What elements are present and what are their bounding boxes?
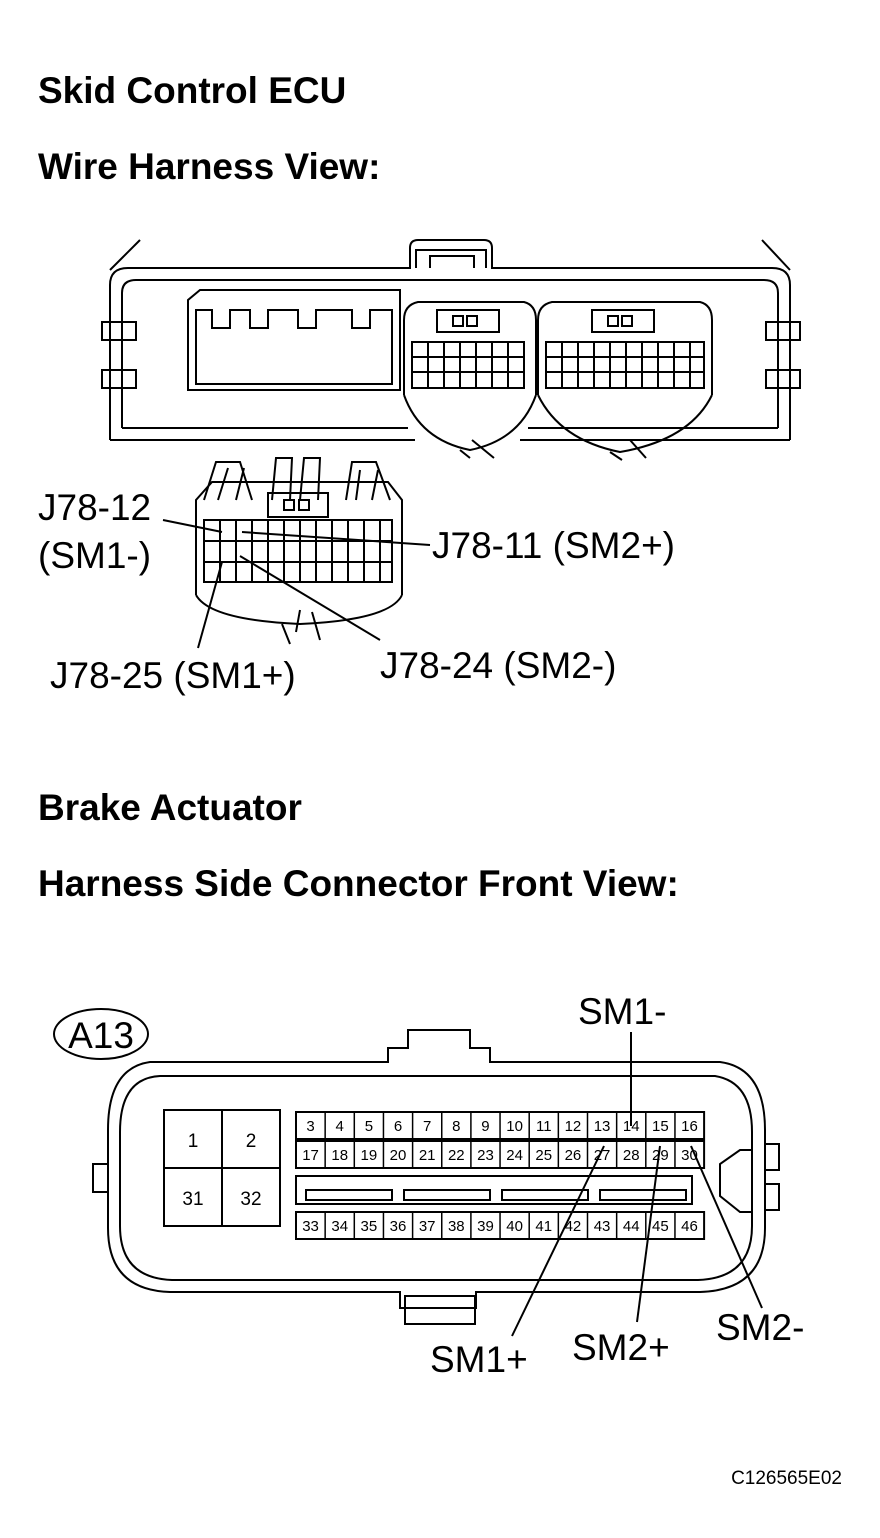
pin-17: 17 <box>302 1147 319 1164</box>
ecu-connector-right <box>537 301 713 461</box>
a13-id-label: A13 <box>68 1015 134 1056</box>
sm2-minus-label: SM2- <box>716 1307 804 1348</box>
pin-41: 41 <box>535 1218 552 1235</box>
pin-16: 16 <box>681 1118 698 1135</box>
pin-11: 11 <box>536 1118 552 1135</box>
pin-35: 35 <box>361 1218 378 1235</box>
pin-1: 1 <box>188 1131 199 1152</box>
pin-34: 34 <box>331 1218 348 1235</box>
a13-leader-lines <box>511 1032 763 1337</box>
pin-5: 5 <box>365 1118 373 1135</box>
pin-18: 18 <box>331 1147 348 1164</box>
pin-26: 26 <box>565 1147 582 1164</box>
sm1-plus-label: SM1+ <box>430 1339 528 1380</box>
pin-38: 38 <box>448 1218 465 1235</box>
pin-46: 46 <box>681 1218 698 1235</box>
actuator-title: Brake Actuator <box>38 787 302 828</box>
sm1-minus-label: SM1- <box>578 991 666 1032</box>
ecu-housing <box>101 239 801 441</box>
a13-key-slot <box>295 1175 693 1205</box>
pin-20: 20 <box>390 1147 407 1164</box>
pin-2: 2 <box>246 1131 257 1152</box>
pin-29: 29 <box>652 1147 669 1164</box>
a13-connector-id: A13 <box>53 1008 149 1060</box>
pin-33: 33 <box>302 1218 319 1235</box>
pin-6: 6 <box>394 1118 402 1135</box>
j78-25-label: J78-25 (SM1+) <box>50 655 296 696</box>
ecu-view-title: Wire Harness View: <box>38 146 381 187</box>
pin-31: 31 <box>182 1189 203 1210</box>
ecu-title: Skid Control ECU <box>38 70 347 111</box>
pin-25: 25 <box>535 1147 552 1164</box>
pin-9: 9 <box>481 1118 489 1135</box>
pin-28: 28 <box>623 1147 640 1164</box>
pin-21: 21 <box>419 1147 436 1164</box>
pin-12: 12 <box>565 1118 582 1135</box>
pin-10: 10 <box>506 1118 523 1135</box>
pin-37: 37 <box>419 1218 436 1235</box>
actuator-view-title: Harness Side Connector Front View: <box>38 863 679 904</box>
j78-24-label: J78-24 (SM2-) <box>380 645 616 686</box>
j78-leader-lines <box>162 519 431 649</box>
pin-19: 19 <box>361 1147 378 1164</box>
pin-39: 39 <box>477 1218 494 1235</box>
pin-7: 7 <box>423 1118 431 1135</box>
a13-big-cells: 1 2 31 32 <box>163 1109 281 1227</box>
pin-36: 36 <box>390 1218 407 1235</box>
pin-24: 24 <box>506 1147 523 1164</box>
pin-32: 32 <box>240 1189 261 1210</box>
j78-connector <box>195 457 403 645</box>
pin-15: 15 <box>652 1118 669 1135</box>
pin-45: 45 <box>652 1218 669 1235</box>
pin-13: 13 <box>594 1118 611 1135</box>
j78-12-label: J78-12 <box>38 487 151 528</box>
pin-44: 44 <box>623 1218 640 1235</box>
j78-11-label: J78-11 (SM2+) <box>432 525 675 566</box>
pin-14: 14 <box>623 1118 640 1135</box>
pin-43: 43 <box>594 1218 611 1235</box>
pin-3: 3 <box>306 1118 314 1135</box>
a13-housing <box>92 1029 780 1325</box>
pin-4: 4 <box>336 1118 344 1135</box>
ecu-connector-left <box>187 289 401 391</box>
figure-code: C126565E02 <box>731 1468 842 1489</box>
pin-23: 23 <box>477 1147 494 1164</box>
ecu-connector-middle <box>403 301 537 459</box>
sm2-plus-label: SM2+ <box>572 1327 670 1368</box>
pin-42: 42 <box>565 1218 582 1235</box>
pin-8: 8 <box>452 1118 460 1135</box>
pin-40: 40 <box>506 1218 523 1235</box>
j78-12-signal-label: (SM1-) <box>38 535 151 576</box>
pin-22: 22 <box>448 1147 465 1164</box>
